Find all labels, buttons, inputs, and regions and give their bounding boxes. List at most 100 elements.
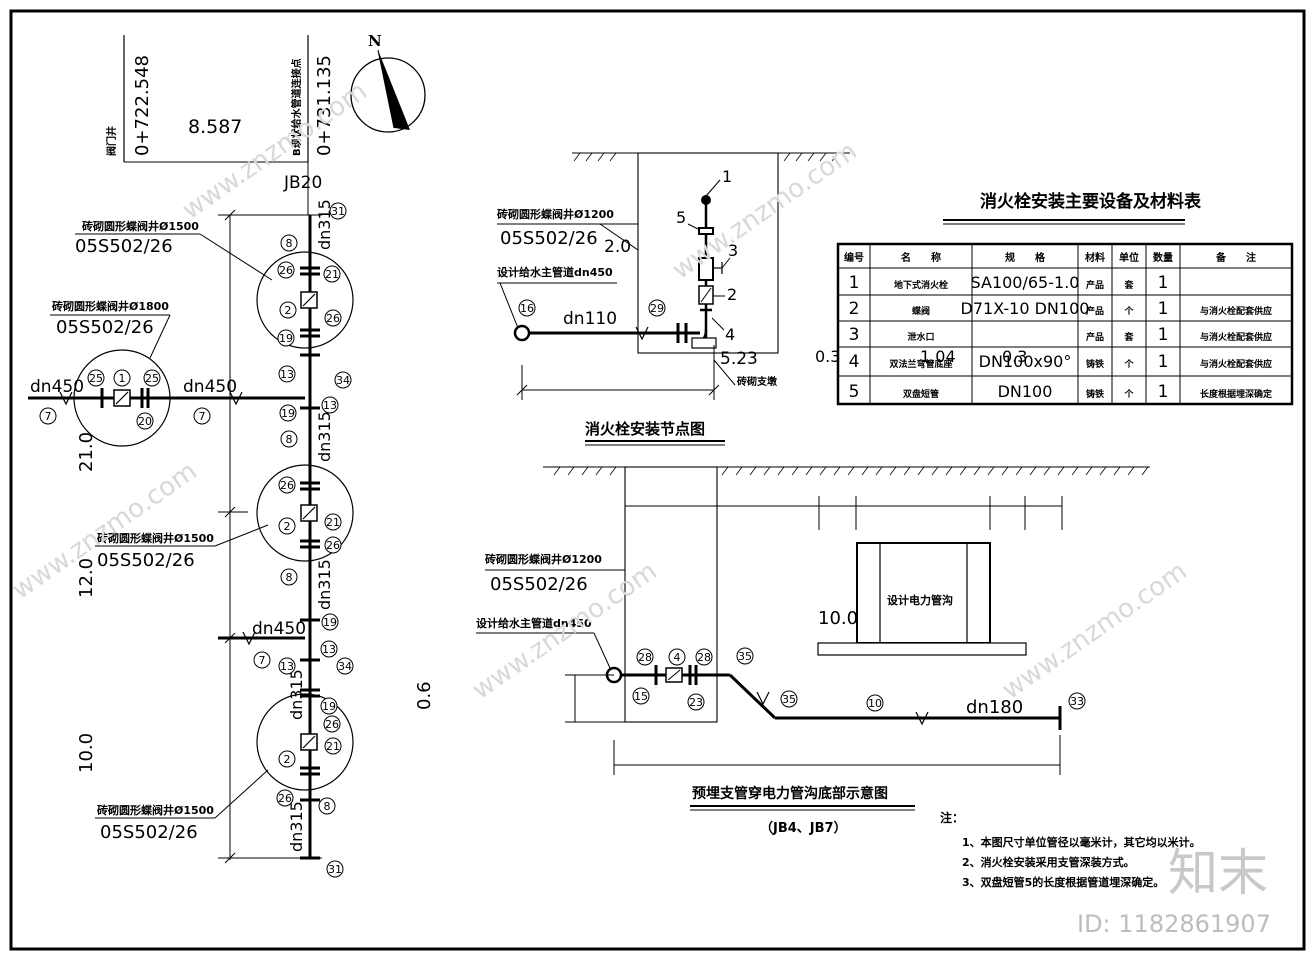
well-top xyxy=(256,251,354,349)
plan-callout: 13 xyxy=(321,396,339,414)
svg-text:26: 26 xyxy=(326,539,340,552)
svg-text:25: 25 xyxy=(145,372,159,385)
crossing-callout: 28 xyxy=(695,648,713,666)
hydrant-dim-523: 5.23 xyxy=(720,349,758,369)
svg-text:10: 10 xyxy=(868,697,882,710)
table-header-cell: 单位 xyxy=(1119,251,1139,264)
pipe-dn315-3: dn315 xyxy=(315,559,334,610)
table-cell: SA100/65-1.0 xyxy=(971,273,1080,292)
table-cell: 产品 xyxy=(1086,331,1104,343)
table-cell: 1 xyxy=(1158,352,1169,372)
svg-text:8: 8 xyxy=(286,433,293,446)
svg-text:2: 2 xyxy=(284,520,291,533)
duct-dim: 10.0 xyxy=(818,608,858,629)
table-cell: DN100x90° xyxy=(979,352,1072,371)
table-header-cell: 材料 xyxy=(1085,251,1105,264)
table-cell: 2 xyxy=(849,299,860,319)
well-bottom-title: 砖砌圆形蝶阀井Ø1500 xyxy=(97,803,214,817)
stray-dim-3: 0.3 xyxy=(1002,347,1027,366)
crossing-section: 设计电力管沟 10.0 0.6 dn180 砖砌圆形蝶阀井Ø1200 05S50… xyxy=(414,466,1150,836)
plan-callout: 31 xyxy=(326,860,344,878)
svg-text:31: 31 xyxy=(331,205,345,218)
plan-callout: 26 xyxy=(324,536,342,554)
plan-callout: 26 xyxy=(278,476,296,494)
stray-dim-2: 1.04 xyxy=(920,347,956,366)
table-cell: 1 xyxy=(849,273,860,293)
svg-text:28: 28 xyxy=(638,651,652,664)
table-title: 消火栓安装主要设备及材料表 xyxy=(980,191,1202,212)
table-header-cell: 备 注 xyxy=(1215,251,1256,264)
crossing-callout: 4 xyxy=(668,648,686,666)
table-cell: 产品 xyxy=(1086,305,1104,317)
table-header-cell: 规 格 xyxy=(1005,251,1046,264)
crossing-callout: 35 xyxy=(736,647,754,665)
watermark-site-2: www.znzmo.com xyxy=(667,136,863,286)
plan-callout: 7 xyxy=(193,407,211,425)
pipe-dn315-2: dn315 xyxy=(315,411,334,462)
svg-text:26: 26 xyxy=(279,264,293,277)
hydrant-dim-depth: 2.0 xyxy=(604,237,631,257)
svg-text:2: 2 xyxy=(284,753,291,766)
well-bottom-code: 05S502/26 xyxy=(100,822,198,843)
table-cell: 1 xyxy=(1158,299,1169,319)
svg-text:15: 15 xyxy=(634,690,648,703)
svg-text:8: 8 xyxy=(286,237,293,250)
well-1800-title: 砖砌圆形蝶阀井Ø1800 xyxy=(52,299,169,313)
dim-10: 10.0 xyxy=(76,733,97,773)
table-header-cell: 编号 xyxy=(844,251,864,264)
table-cell: 1 xyxy=(1158,382,1169,402)
plan-callout: 19 xyxy=(277,329,295,347)
dim-21: 21.0 xyxy=(76,432,97,472)
crossing-callout: 33 xyxy=(1068,692,1086,710)
plan-callout: 31 xyxy=(329,202,347,220)
table-cell: 3 xyxy=(849,325,860,345)
plan-callout: 21 xyxy=(324,737,342,755)
table-cell: 与消火栓配套供应 xyxy=(1200,331,1272,343)
note-3: 3、双盘短管5的长度根据管道埋深确定。 xyxy=(962,875,1164,889)
crossing-callout: 23 xyxy=(687,693,705,711)
plan-callout: 26 xyxy=(277,261,295,279)
plan-callout: 2 xyxy=(278,750,296,768)
pipe-dn315-5: dn315 xyxy=(287,801,306,852)
table-header-cell: 数量 xyxy=(1153,251,1173,264)
svg-text:8: 8 xyxy=(286,571,293,584)
notes-heading: 注： xyxy=(940,810,964,825)
plan-callout: 20 xyxy=(136,412,154,430)
sheet-border xyxy=(9,9,1306,951)
duct-label: 设计电力管沟 xyxy=(887,593,953,607)
crossing-callout: 35 xyxy=(780,690,798,708)
svg-text:26: 26 xyxy=(326,312,340,325)
north-label: N xyxy=(368,32,382,50)
svg-text:13: 13 xyxy=(280,368,294,381)
svg-text:25: 25 xyxy=(89,372,103,385)
svg-text:31: 31 xyxy=(328,863,342,876)
svg-text:19: 19 xyxy=(279,332,293,345)
plan-callout: 8 xyxy=(280,234,298,252)
plan-callout: 34 xyxy=(336,657,354,675)
svg-text:13: 13 xyxy=(323,399,337,412)
crossing-well-title: 砖砌圆形蝶阀井Ø1200 xyxy=(485,552,602,566)
plan-callout: 25 xyxy=(143,369,161,387)
well-1800 xyxy=(73,349,171,447)
plan-callout: 34 xyxy=(334,371,352,389)
plan-callout: 21 xyxy=(323,265,341,283)
table-cell: 双法兰弯管底座 xyxy=(889,358,952,370)
table-cell: 个 xyxy=(1123,388,1134,400)
pipe-dn315-1: dn315 xyxy=(315,199,334,250)
part-4: 4 xyxy=(725,325,735,344)
hydrant-well-code: 05S502/26 xyxy=(500,228,598,249)
table-cell: 个 xyxy=(1123,305,1134,317)
part-5: 5 xyxy=(676,208,686,227)
pipe-dn315-4: dn315 xyxy=(287,669,306,720)
station-right-chainage: 0+731.135 xyxy=(314,55,335,156)
table-cell: DN100 xyxy=(998,382,1053,401)
crossing-callout: 28 xyxy=(636,648,654,666)
table-cell: 与消火栓配套供应 xyxy=(1200,358,1272,370)
stray-dim-1: 0.3 xyxy=(815,347,840,366)
well-mid xyxy=(256,464,354,562)
hydrant-caption: 消火栓安装节点图 xyxy=(585,420,705,438)
plan-callout: 26 xyxy=(324,309,342,327)
crossing-caption: 预埋支管穿电力管沟底部示意图 xyxy=(692,785,888,802)
svg-text:29: 29 xyxy=(650,302,664,315)
